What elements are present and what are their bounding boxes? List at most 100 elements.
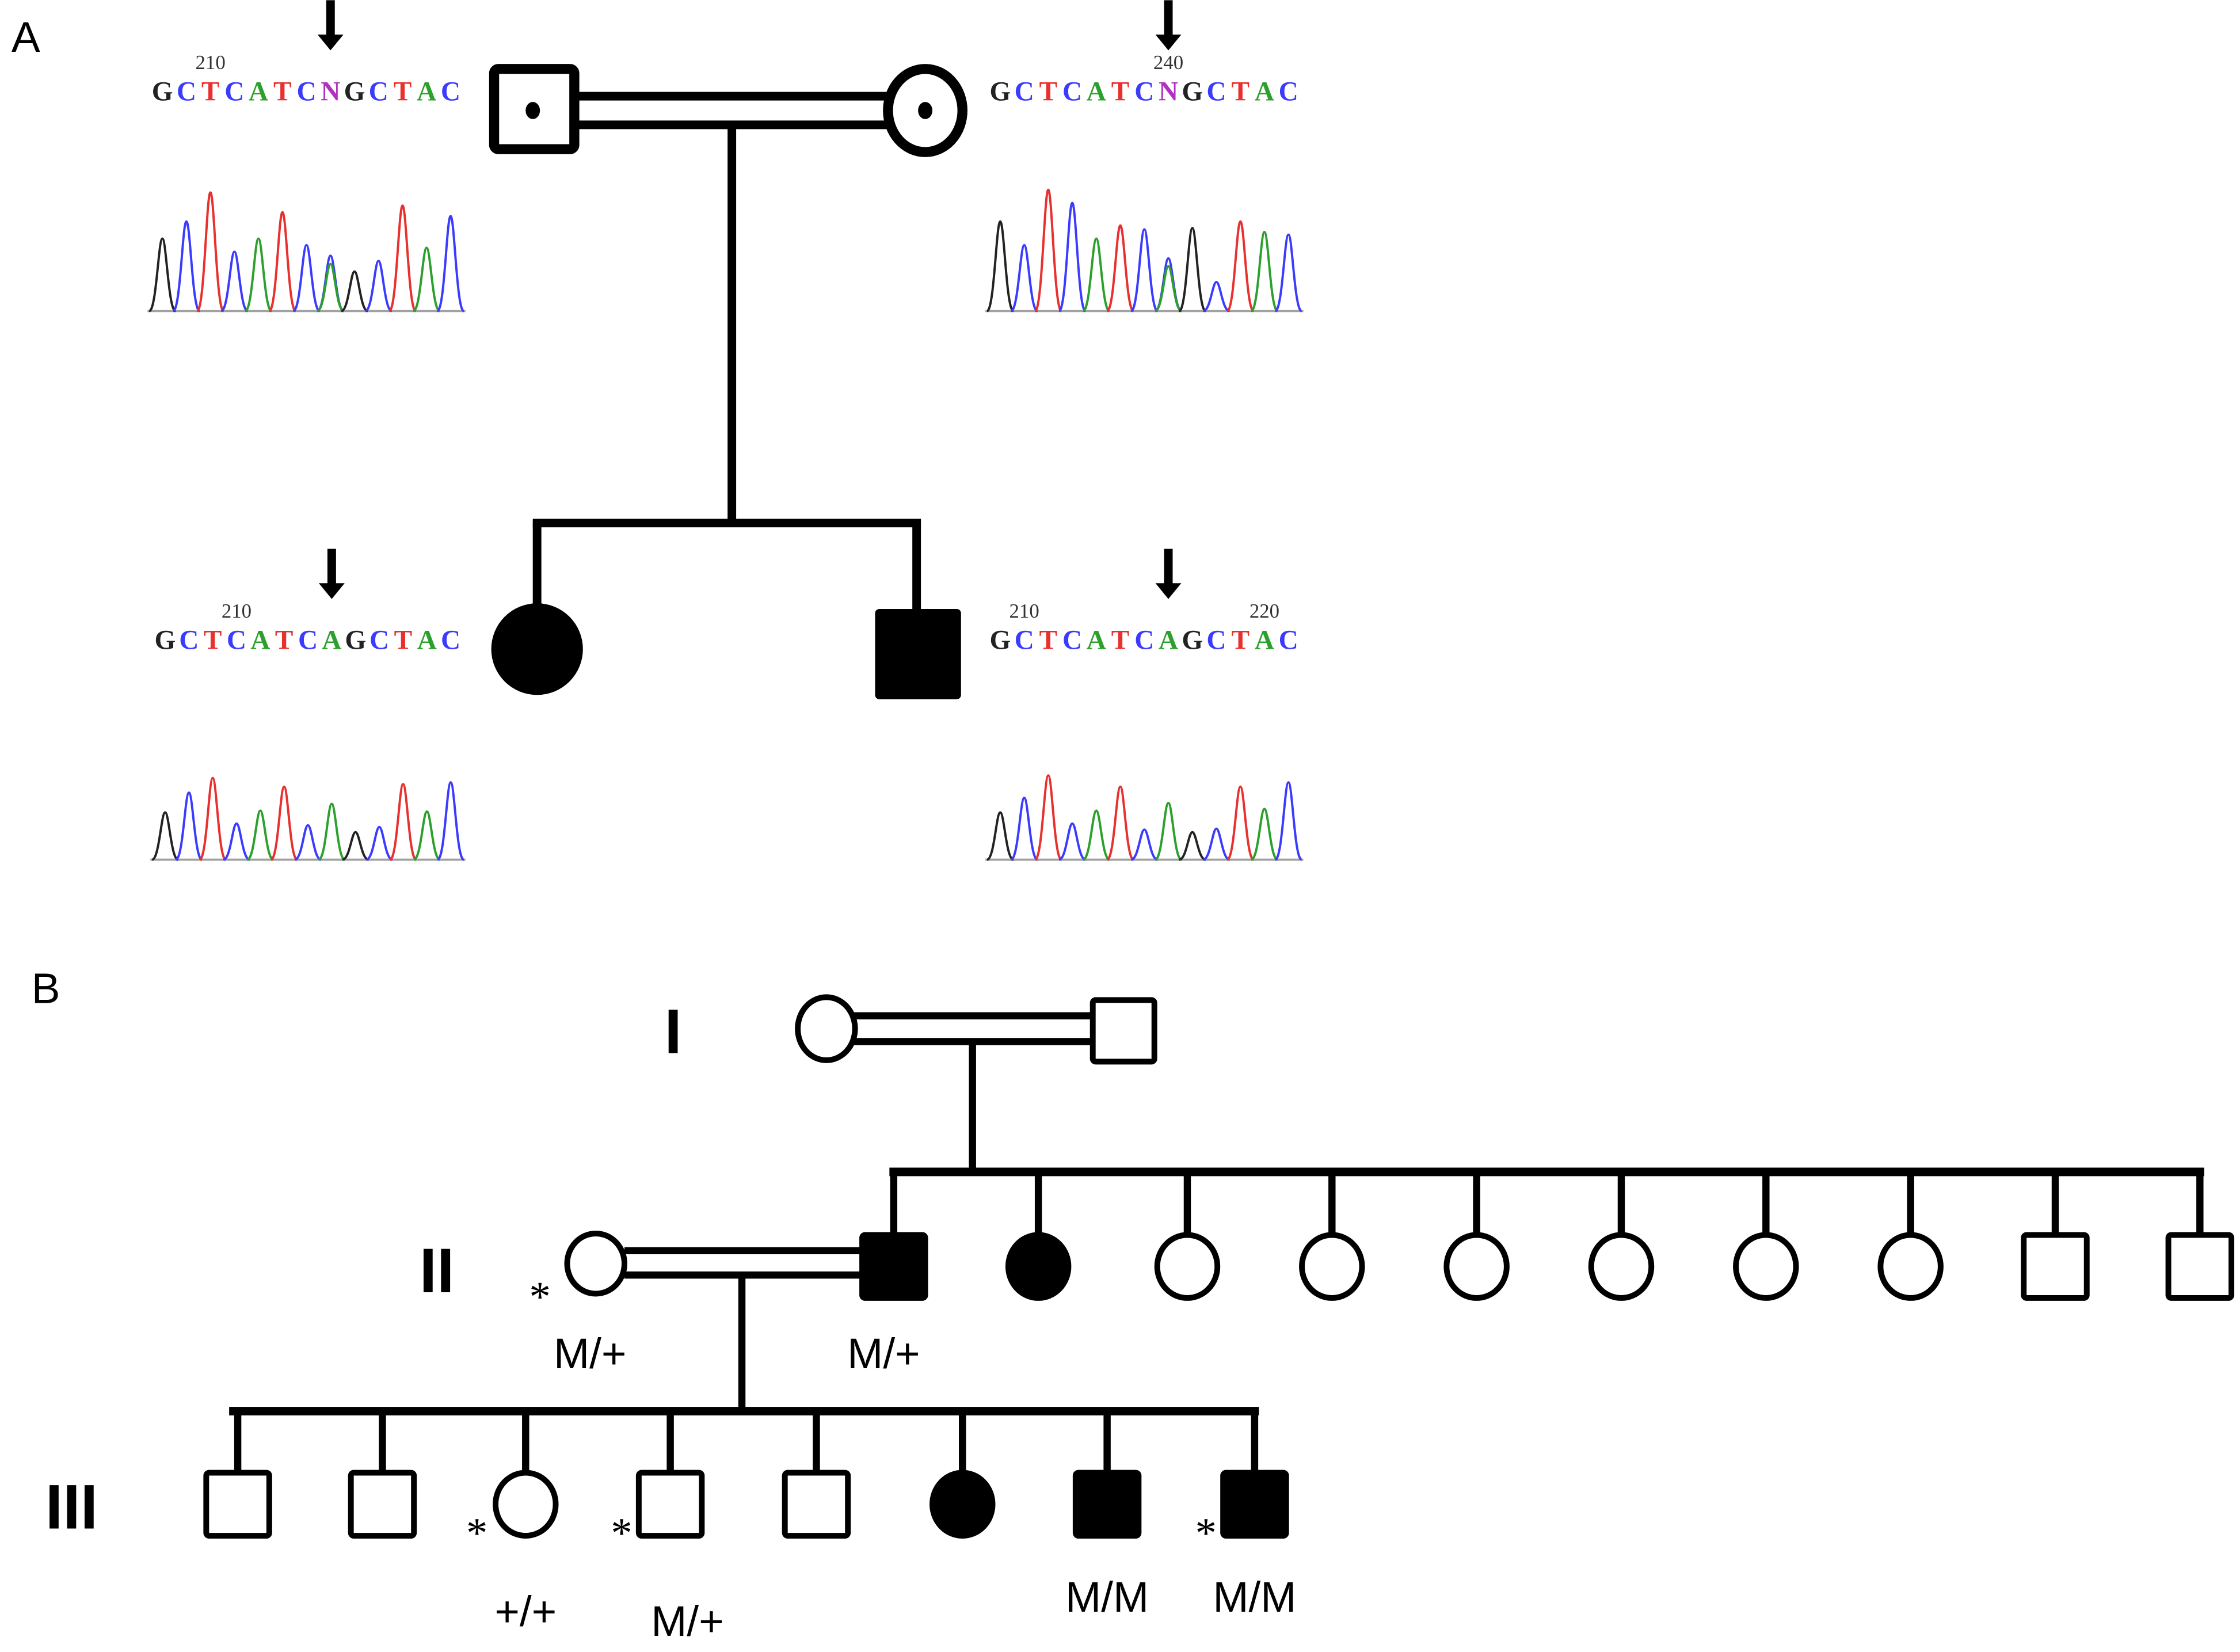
gen-iii-male-affected — [1072, 1470, 1142, 1539]
position-number: 220 — [1249, 600, 1279, 622]
genotype-label: M/M — [1213, 1573, 1296, 1621]
base-call: G — [155, 626, 176, 656]
base-call: C — [1134, 77, 1154, 107]
sequenced-marker: * — [466, 1509, 487, 1557]
chromatogram-peak — [986, 220, 1015, 313]
chromatogram-peak — [223, 822, 250, 861]
chromatogram-peak — [1202, 281, 1231, 313]
base-call: A — [1255, 626, 1274, 656]
variant-arrow-icon — [1155, 0, 1182, 51]
chromatogram-peak — [436, 215, 465, 313]
base-call: C — [1015, 626, 1034, 656]
base-call: G — [152, 77, 173, 107]
base-call: C — [1206, 77, 1226, 107]
chromatogram-peak — [1274, 233, 1303, 313]
chromatogram-peak — [1009, 243, 1039, 313]
position-number: 210 — [195, 51, 225, 74]
gen-iii-male-affected — [1220, 1470, 1289, 1539]
base-call: A — [1087, 626, 1106, 656]
base-call: T — [394, 626, 413, 656]
base-call: C — [369, 626, 389, 656]
base-call: C — [224, 77, 244, 107]
chromatogram-peak — [1226, 220, 1255, 313]
base-call: T — [275, 626, 294, 656]
base-call: G — [1182, 626, 1203, 656]
chromatogram-peak — [1250, 808, 1278, 861]
chromatogram-peak — [292, 243, 321, 313]
chromatogram-peak — [1202, 827, 1231, 861]
chromatogram-peak — [318, 802, 346, 861]
chromatogram-peak — [1010, 796, 1038, 861]
gen-ii-male-unaffected — [2165, 1232, 2235, 1301]
sequenced-marker: * — [611, 1509, 632, 1557]
gen-ii-female-affected — [1005, 1232, 1072, 1301]
base-call: C — [1279, 626, 1298, 656]
generation-iii: *+/+*M/+M/M*M/M — [203, 1411, 1296, 1645]
chromatogram-peak — [1106, 785, 1135, 861]
gen-iii-female-affected — [929, 1470, 996, 1539]
chromatogram-peak — [174, 791, 203, 861]
base-call: T — [204, 626, 222, 656]
position-number: 210 — [222, 600, 252, 622]
chromatogram-peak — [1226, 785, 1255, 861]
chromatogram-peak — [246, 809, 275, 861]
base-call: A — [1087, 77, 1106, 107]
generation-ii — [859, 1171, 2235, 1301]
panel-a-label: A — [12, 13, 40, 61]
gen-ii-female-unaffected — [1299, 1232, 1365, 1301]
chromatogram-peak — [365, 825, 393, 861]
base-call: A — [1159, 626, 1178, 656]
base-call: C — [1206, 626, 1226, 656]
base-call: C — [296, 77, 316, 107]
chromatogram-peak — [1178, 227, 1207, 313]
chromatogram-peak — [1058, 822, 1086, 861]
base-call: T — [1039, 77, 1058, 107]
base-call: T — [201, 77, 220, 107]
generation-i — [795, 994, 1157, 1172]
base-call: T — [1231, 77, 1249, 107]
position-number: 240 — [1153, 51, 1183, 74]
base-call: C — [1015, 77, 1034, 107]
chromatogram-peak — [244, 237, 273, 313]
gen-ii-spouse-female — [564, 1230, 627, 1297]
base-call: G — [990, 626, 1011, 656]
chromatogram-peak — [317, 262, 345, 313]
gen-ii-male-unaffected — [2021, 1232, 2090, 1301]
chromatogram-peak — [1274, 781, 1303, 861]
chromatogram-peak — [1034, 774, 1063, 861]
panel-a-pedigree — [489, 64, 967, 699]
base-call: C — [369, 77, 388, 107]
chromatogram-peak — [1106, 224, 1135, 313]
base-call: A — [417, 77, 436, 107]
base-call: C — [227, 626, 246, 656]
chromatogram-peak — [151, 811, 179, 861]
base-call: T — [394, 77, 412, 107]
gen-ii-female-unaffected — [1443, 1232, 1510, 1301]
chromatogram-peak — [220, 250, 249, 313]
base-call: C — [441, 626, 460, 656]
chromatogram-peak — [196, 191, 225, 313]
base-call: T — [1039, 626, 1058, 656]
chromatogram-peak — [436, 781, 465, 861]
position-number: 210 — [1009, 600, 1039, 622]
base-call: T — [1111, 77, 1130, 107]
base-call: A — [417, 626, 437, 656]
sequenced-marker: * — [529, 1273, 550, 1320]
affected-son-square — [875, 608, 961, 699]
base-call: C — [1062, 77, 1082, 107]
base-call: T — [1111, 626, 1130, 656]
chromatogram-peak — [413, 246, 441, 313]
base-call: C — [177, 77, 196, 107]
chromatogram-peak — [388, 783, 418, 861]
gen-iii-male-unaffected — [348, 1470, 417, 1539]
chromatogram-peak — [1130, 828, 1159, 861]
chromatogram-peak — [1058, 201, 1087, 313]
sequenced-marker: * — [1195, 1509, 1217, 1557]
chromatogram-peak — [364, 260, 393, 313]
generation-label-iii: III — [45, 1472, 98, 1543]
chromatogram-peak — [413, 810, 441, 861]
gen-ii-female-unaffected — [1154, 1232, 1221, 1301]
